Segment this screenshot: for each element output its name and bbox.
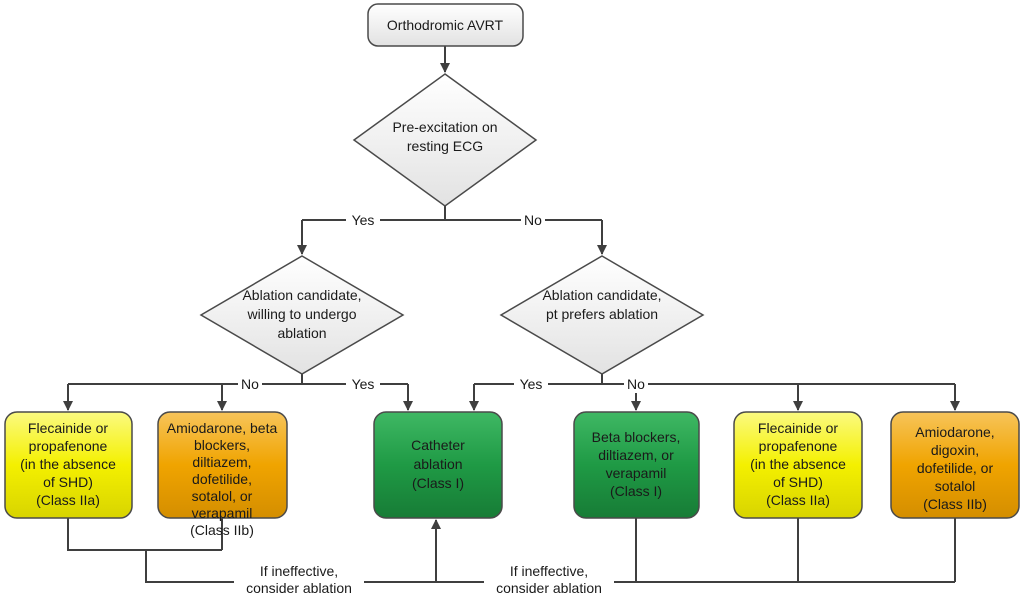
amiodarone-right-box	[890, 411, 1020, 519]
label-yes-right: Yes	[520, 376, 543, 392]
edge-labels: Yes No No Yes Yes No If ineffective,cons…	[234, 211, 648, 596]
flecainide-right-box	[733, 411, 863, 519]
label-ineffective-left: If ineffective,consider ablation	[246, 563, 352, 596]
edge-left-feedback-join	[67, 518, 222, 551]
preexcitation-diamond	[352, 73, 538, 207]
flecainide-left-box	[4, 411, 133, 519]
start-node	[367, 3, 524, 47]
amiodarone-left-box	[157, 411, 288, 519]
label-yes-left: Yes	[352, 376, 375, 392]
ablation-prefers-diamond	[499, 255, 705, 375]
start-node-label: Orthodromic AVRT	[387, 17, 504, 33]
ablation-willing-diamond	[199, 255, 405, 375]
label-yes-top: Yes	[352, 212, 375, 228]
label-ineffective-right: If ineffective,consider ablation	[496, 563, 602, 596]
beta-blockers-box	[573, 411, 700, 519]
catheter-ablation-box	[373, 411, 503, 519]
label-no-right: No	[627, 376, 645, 392]
ablation-prefers-label: Ablation candidate,pt prefers ablation	[542, 287, 661, 322]
label-no-top: No	[524, 212, 542, 228]
label-no-left: No	[241, 376, 259, 392]
